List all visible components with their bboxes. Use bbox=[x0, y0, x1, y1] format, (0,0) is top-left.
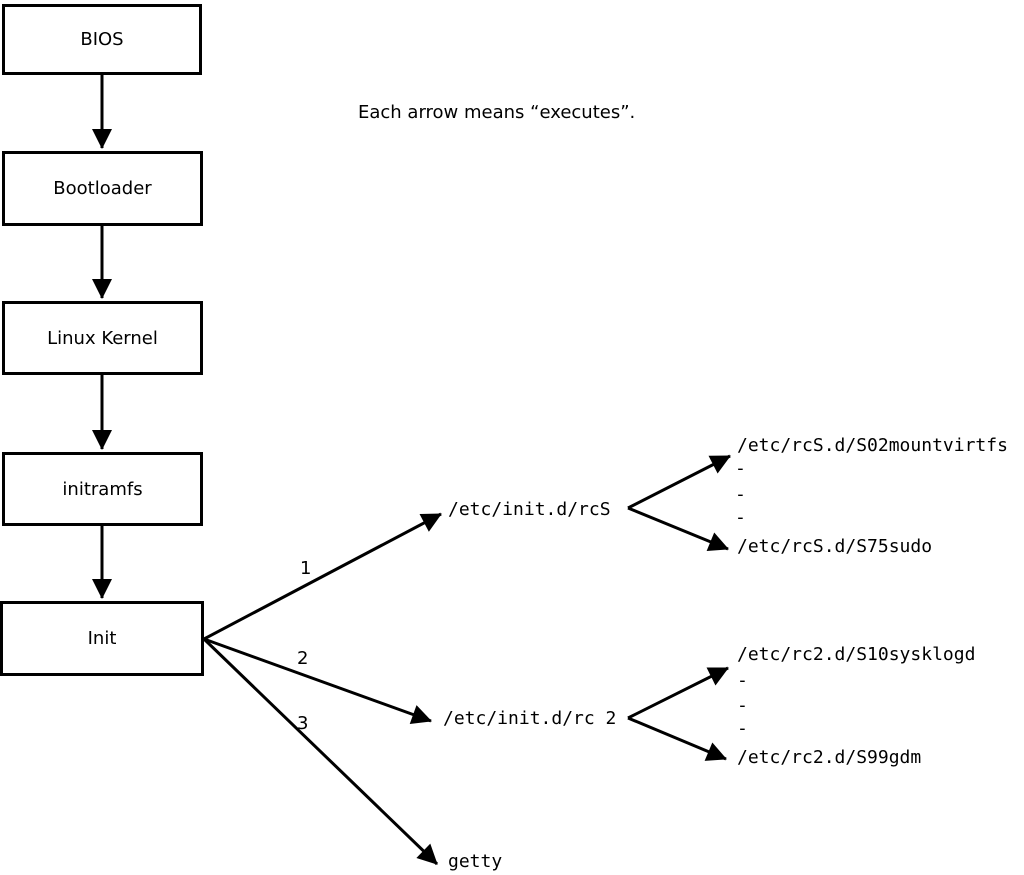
rc2-child-s10sysklogd: /etc/rc2.d/S10sysklogd bbox=[737, 644, 976, 665]
rcs-ellipsis-dash-1: - bbox=[735, 458, 746, 479]
rcs-child-s75sudo: /etc/rcS.d/S75sudo bbox=[737, 536, 933, 557]
bios-label: BIOS bbox=[80, 29, 124, 50]
rc2-ellipsis-dash-1: - bbox=[737, 670, 748, 691]
bootloader-label: Bootloader bbox=[53, 178, 152, 199]
rcs-ellipsis-dash-2: - bbox=[735, 484, 746, 505]
bootloader-box: Bootloader bbox=[2, 151, 203, 226]
arrow-2-label: 2 bbox=[297, 648, 309, 669]
init-box: Init bbox=[0, 601, 204, 676]
bios-box: BIOS bbox=[2, 4, 202, 75]
linux-kernel-box: Linux Kernel bbox=[2, 301, 203, 375]
initramfs-box: initramfs bbox=[2, 452, 203, 526]
rc2-ellipsis-dash-2: - bbox=[737, 695, 748, 716]
arrow-3-label: 3 bbox=[297, 713, 309, 734]
rcs-script-label: /etc/init.d/rcS bbox=[448, 499, 611, 520]
init-label: Init bbox=[87, 628, 117, 649]
arrow-rcs-to-s02 bbox=[627, 454, 731, 510]
initramfs-label: initramfs bbox=[62, 478, 143, 500]
arrow-init-to-rcs bbox=[203, 512, 442, 641]
rc2-child-s99gdm: /etc/rc2.d/S99gdm bbox=[737, 747, 922, 768]
arrow-rcs-to-s75 bbox=[627, 506, 729, 552]
rc2-ellipsis-dash-3: - bbox=[737, 718, 748, 739]
arrow-rc2-to-s99 bbox=[627, 716, 727, 761]
arrow-1-label: 1 bbox=[300, 558, 312, 579]
arrow-rc2-to-s10 bbox=[627, 666, 729, 720]
getty-label: getty bbox=[448, 851, 503, 872]
rc2-script-label: /etc/init.d/rc 2 bbox=[443, 708, 617, 729]
caption: Each arrow means “executes”. bbox=[358, 102, 636, 123]
arrow-init-to-getty bbox=[202, 637, 439, 866]
arrow-init-to-rc2 bbox=[203, 637, 432, 724]
rcs-child-s02mountvirtfs: /etc/rcS.d/S02mountvirtfs bbox=[737, 435, 1008, 456]
linux-kernel-label: Linux Kernel bbox=[47, 327, 158, 349]
rcs-ellipsis-dash-3: - bbox=[735, 507, 746, 528]
